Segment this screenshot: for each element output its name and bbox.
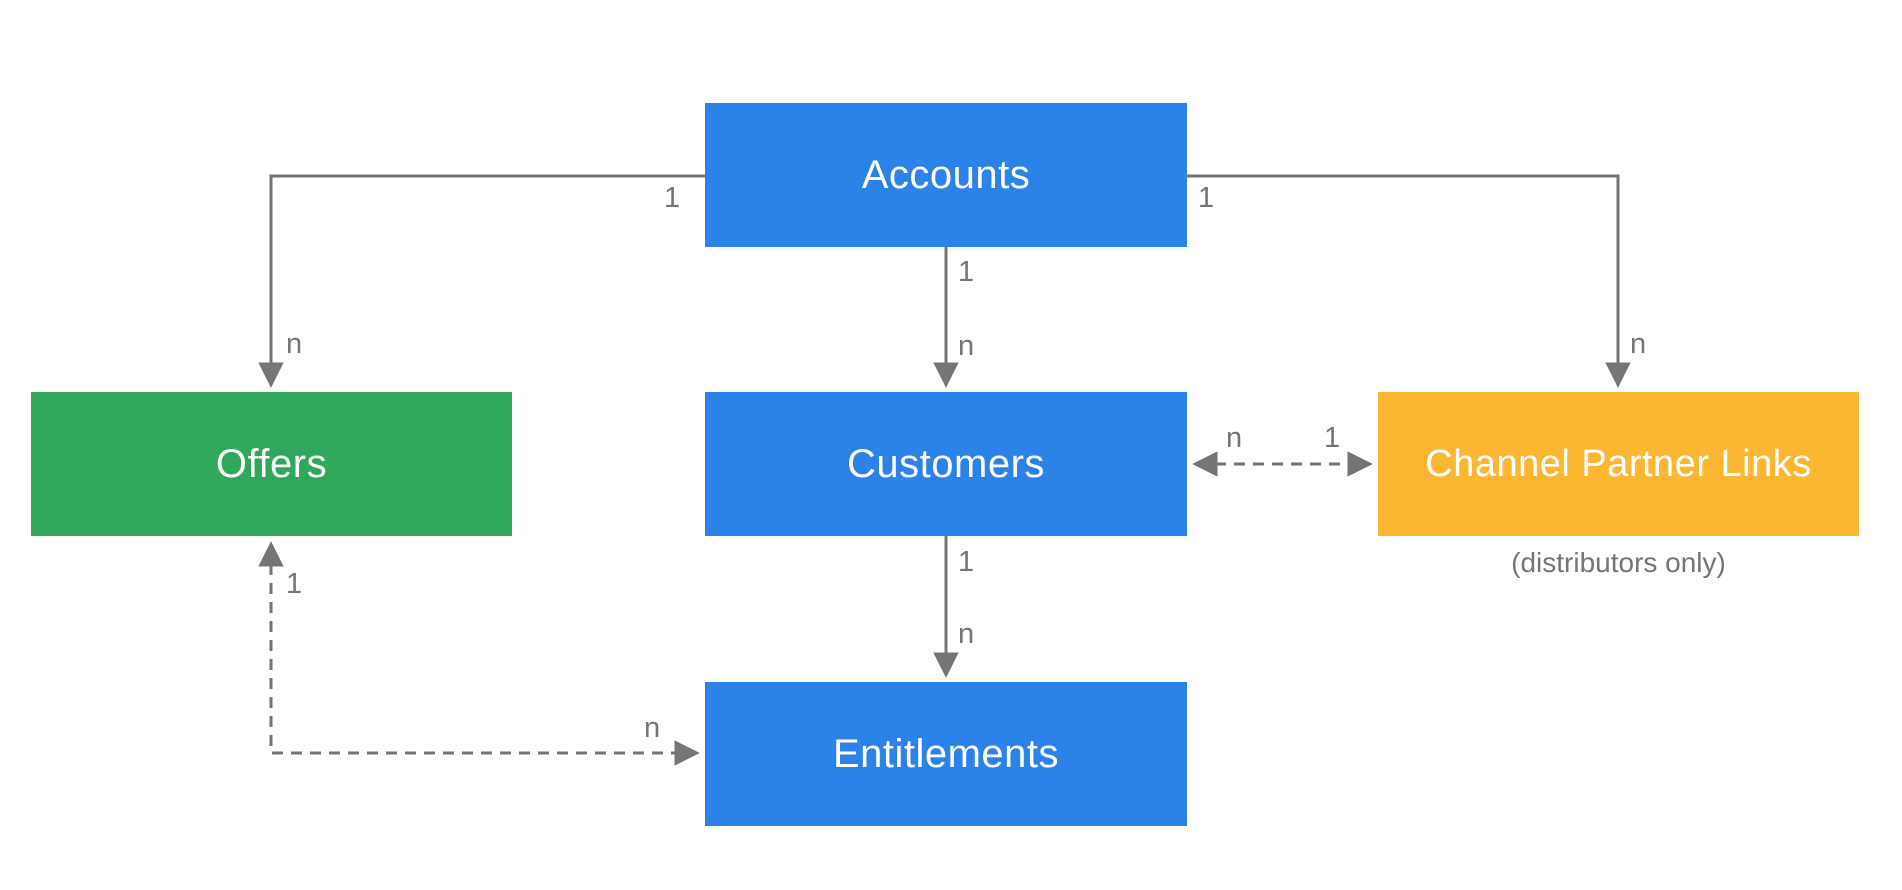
cardinality-accounts-customers-1: 1 — [958, 256, 975, 288]
cardinality-accounts-customers-n: n — [958, 330, 975, 362]
entity-entitlements: Entitlements — [705, 682, 1187, 826]
connector-accounts-channel-partner-links — [1187, 174, 1631, 388]
cardinality-accounts-channel-partner-links-1: 1 — [1198, 182, 1215, 214]
entity-customers: Customers — [705, 392, 1187, 536]
cardinality-offers-entitlements-n: n — [644, 712, 661, 744]
cardinality-customers-entitlements-1: 1 — [958, 546, 975, 578]
connector-offers-entitlements — [258, 541, 700, 766]
cardinality-accounts-offers-n: n — [286, 328, 303, 360]
entity-channel-partner-links: Channel Partner Links — [1378, 392, 1859, 536]
entity-offers-label: Offers — [215, 441, 328, 486]
cardinality-customers-channel-partner-links-n: n — [1226, 422, 1243, 454]
cardinality-accounts-channel-partner-links-n: n — [1630, 328, 1647, 360]
entity-channel-partner-links-label: Channel Partner Links — [1425, 442, 1812, 485]
channel-partner-links-note: (distributors only) — [1511, 547, 1726, 578]
entity-offers: Offers — [31, 392, 512, 536]
cardinality-customers-entitlements-n: n — [958, 618, 975, 650]
entity-customers-label: Customers — [847, 441, 1045, 486]
cardinality-offers-entitlements-1: 1 — [286, 568, 303, 600]
entity-entitlements-label: Entitlements — [832, 731, 1060, 776]
cardinality-accounts-offers-1: 1 — [664, 182, 681, 214]
entity-accounts: Accounts — [705, 103, 1187, 247]
cardinality-customers-channel-partner-links-1: 1 — [1324, 422, 1341, 454]
entity-accounts-label: Accounts — [861, 152, 1031, 197]
connector-accounts-offers — [258, 174, 705, 388]
